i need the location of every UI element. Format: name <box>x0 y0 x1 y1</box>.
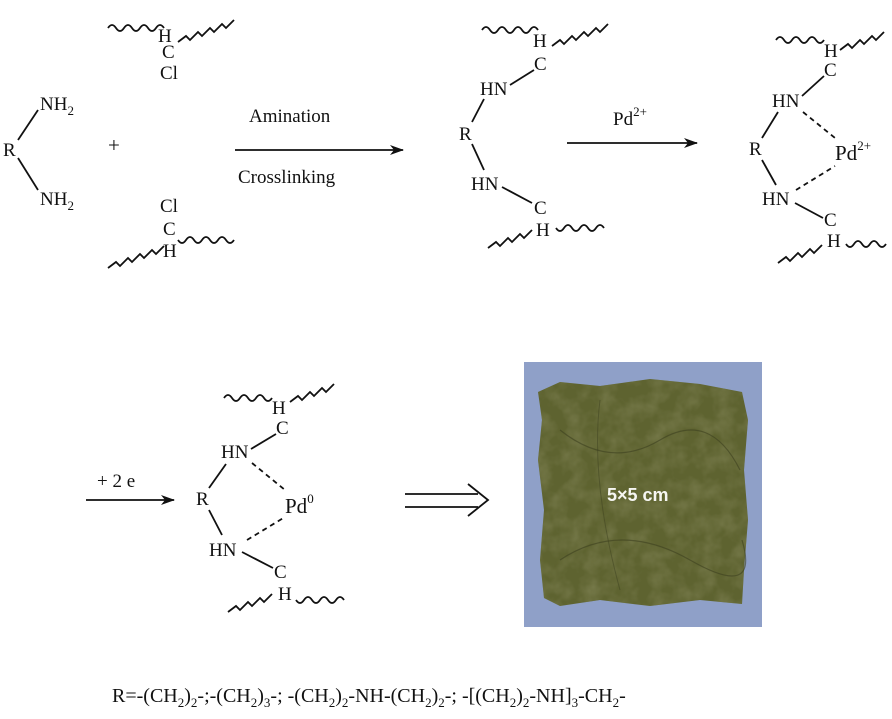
step1-above-label: Amination <box>249 106 331 127</box>
arrow-amination: Amination Crosslinking <box>235 106 404 188</box>
pd0-label: Pd0 <box>285 491 314 518</box>
step2-reagent: Pd2+ <box>613 104 647 130</box>
crosslinked-product: H C HN R HN C H <box>459 23 609 249</box>
step1-below-label: Crosslinking <box>238 167 336 188</box>
p1-c-bottom: C <box>534 198 547 219</box>
amine-top-label: NH2 <box>40 94 74 118</box>
pd0-h-bottom: H <box>278 584 292 605</box>
plus-sign: + <box>108 133 120 157</box>
ch-cl: Cl <box>160 63 178 84</box>
ch-h: H <box>158 26 172 47</box>
p1-hn-top: HN <box>480 79 508 100</box>
r-group-label: R <box>3 140 16 161</box>
pd2-label: Pd2+ <box>835 138 871 165</box>
p1-h-top: H <box>533 31 547 52</box>
pd2-r: R <box>749 139 762 160</box>
pd0-complex: H C HN R Pd0 HN C H <box>196 383 345 613</box>
pd0-h-top: H <box>272 398 286 419</box>
p1-c-top: C <box>534 54 547 75</box>
pd2-hn-bottom: HN <box>762 189 790 210</box>
amine-bottom-label: NH2 <box>40 189 74 213</box>
implies-arrow <box>405 483 490 517</box>
cl-bottom: Cl <box>160 196 178 217</box>
pd2-hn-top: HN <box>772 91 800 112</box>
p1-h-bottom: H <box>536 220 550 241</box>
pd0-r: R <box>196 489 209 510</box>
p1-hn-bottom: HN <box>471 174 499 195</box>
membrane-texture <box>538 379 748 606</box>
pd0-hn-top: HN <box>221 442 249 463</box>
pd0-c-top: C <box>276 418 289 439</box>
pd2-c-bottom: C <box>824 210 837 231</box>
arrow-pd-loading: Pd2+ <box>567 104 698 148</box>
h-bottom: H <box>163 241 177 262</box>
chloro-polymer-top: H C Cl <box>107 19 235 84</box>
pd0-c-bottom: C <box>274 562 287 583</box>
pd2-h-top: H <box>824 41 838 62</box>
diamine-reactant: R NH2 NH2 <box>3 94 74 213</box>
membrane-size-label: 5×5 cm <box>607 485 669 505</box>
p1-r: R <box>459 124 472 145</box>
pd0-hn-bottom: HN <box>209 540 237 561</box>
r-group-definition: R=-(CH2)2-;-(CH2)3-; -(CH2)2-NH-(CH2)2-;… <box>112 685 626 710</box>
pd2-h-bottom: H <box>827 231 841 252</box>
c-bottom: C <box>163 219 176 240</box>
chloro-polymer-bottom: Cl C H <box>107 196 235 269</box>
arrow-reduction: + 2 e <box>86 471 175 505</box>
pd2-complex: H C HN R Pd2+ HN C H <box>749 31 887 264</box>
ch-c: C <box>162 42 175 63</box>
step3-reagent: + 2 e <box>97 471 135 492</box>
pd2-c-top: C <box>824 60 837 81</box>
membrane-photo: 5×5 cm <box>524 362 762 627</box>
